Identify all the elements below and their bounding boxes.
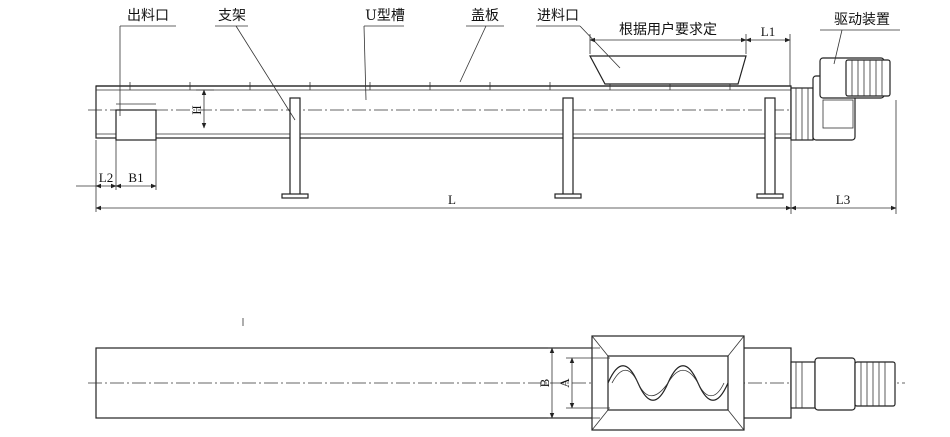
side-view: 出料口 支架 U型槽 盖板 进料口 根据用户要求定 驱动装置 L1 H L2 B… [76, 8, 900, 214]
dim-label-L1: L1 [761, 24, 775, 39]
dim-label-L3: L3 [836, 192, 850, 207]
label-drive: 驱动装置 [834, 12, 890, 28]
leader-lines [119, 25, 900, 121]
dim-bottom-left [76, 140, 157, 212]
dim-label-L2: L2 [99, 170, 113, 185]
u-trough-body [95, 85, 792, 139]
support-2 [554, 97, 582, 199]
top-drive-unit [790, 357, 896, 411]
dim-AB [548, 347, 610, 419]
dim-label-A: A [557, 378, 572, 388]
dim-L [95, 100, 897, 214]
label-outlet: 出料口 [127, 8, 169, 24]
dim-label-B: B [537, 378, 552, 387]
dim-label-B1: B1 [128, 170, 143, 185]
dim-label-H: H [189, 105, 204, 114]
label-custom-length: 根据用户要求定 [619, 21, 717, 38]
dim-top [589, 34, 791, 86]
screw-flight-inner [611, 369, 725, 397]
label-cover-plate: 盖板 [471, 8, 499, 24]
support-3 [756, 97, 784, 199]
inlet-hopper [588, 55, 747, 85]
support-1 [281, 97, 309, 199]
top-view: B A [88, 335, 905, 431]
label-u-trough: U型槽 [365, 8, 405, 24]
dim-label-L: L [448, 192, 456, 207]
drive-unit [790, 57, 891, 141]
dim-H [196, 89, 214, 129]
label-support: 支架 [218, 8, 246, 24]
label-inlet: 进料口 [537, 8, 579, 24]
outlet-spout [115, 109, 157, 141]
